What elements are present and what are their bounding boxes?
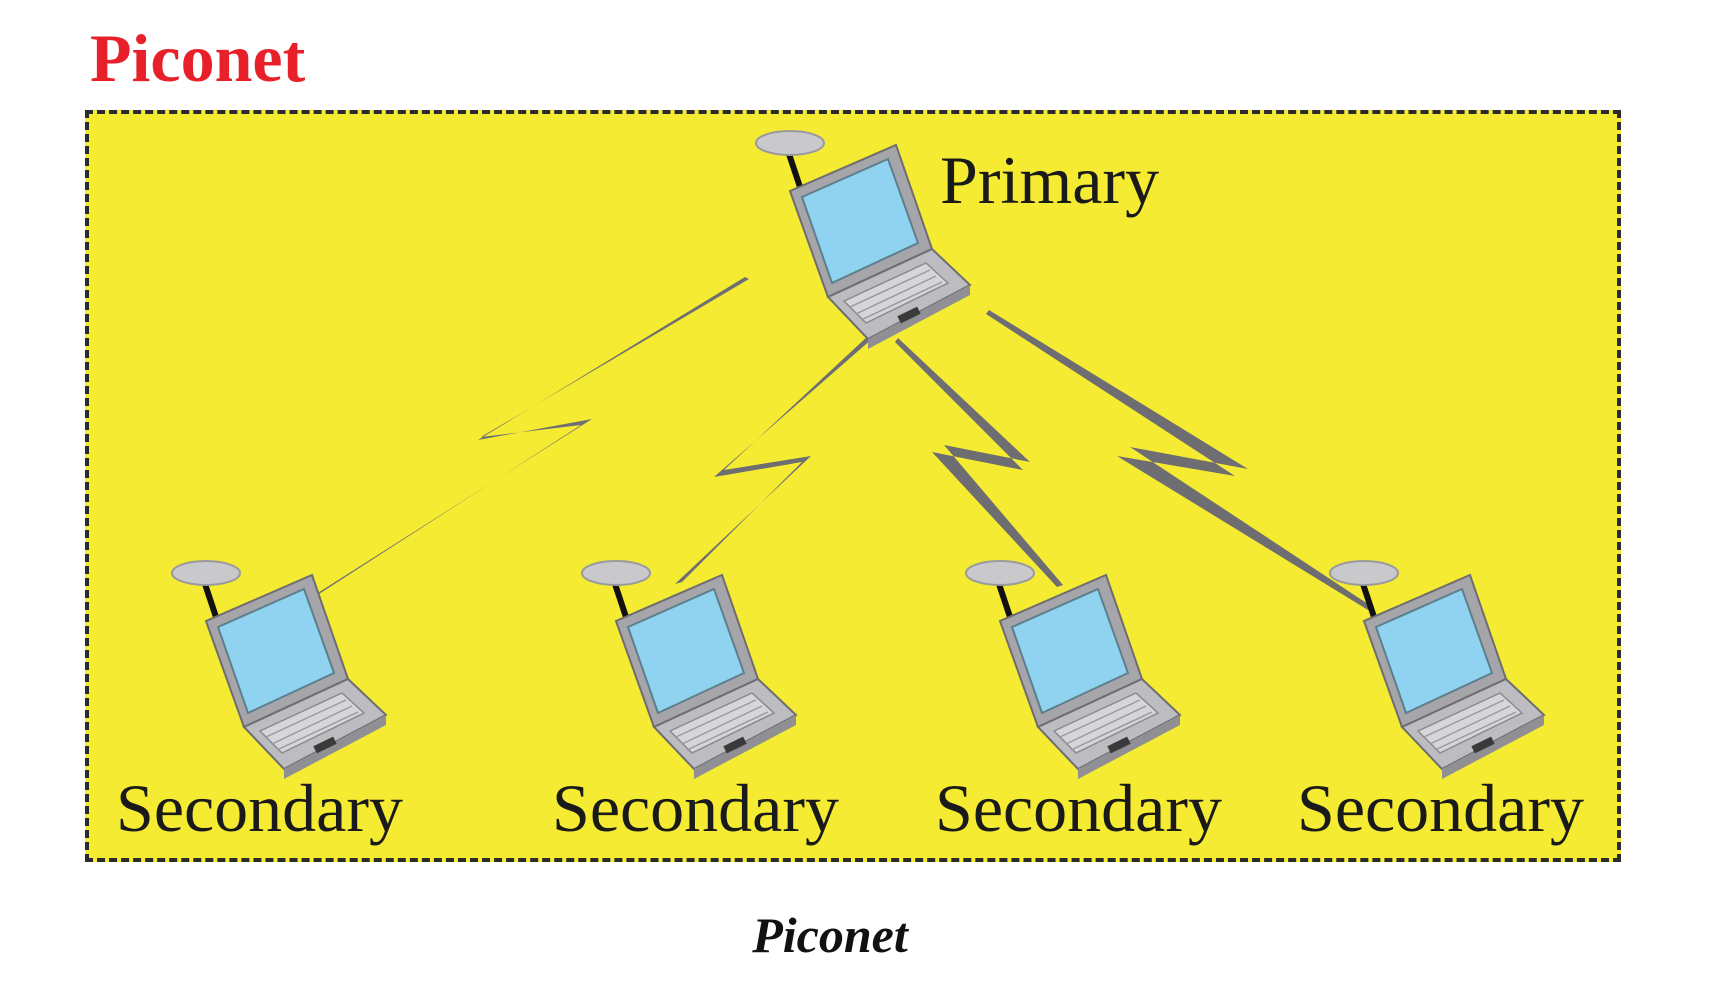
wireless-link-icon — [895, 338, 1063, 587]
diagram-heading: Piconet — [90, 20, 306, 96]
secondary-laptop-icon — [1330, 561, 1544, 779]
secondary-label-1: Secondary — [116, 770, 404, 846]
wireless-link-icon — [675, 335, 873, 584]
wireless-link-icon — [313, 277, 749, 596]
secondary-label-2: Secondary — [552, 770, 840, 846]
secondary-laptop-icon — [582, 561, 796, 779]
secondary-laptop-icon — [172, 561, 386, 779]
wireless-link-icon — [986, 310, 1374, 610]
figure-caption: Piconet — [752, 907, 908, 963]
primary-label: Primary — [940, 142, 1160, 218]
secondary-label-4: Secondary — [1297, 770, 1585, 846]
primary-laptop-icon — [756, 131, 970, 349]
secondary-laptop-icon — [966, 561, 1180, 779]
secondary-label-3: Secondary — [935, 770, 1223, 846]
